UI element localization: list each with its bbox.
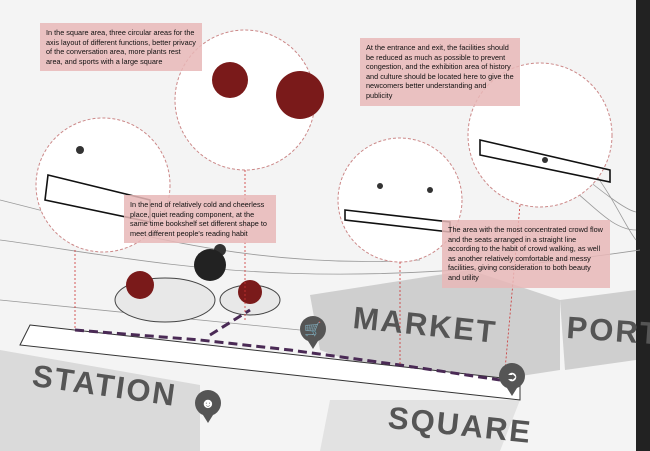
shopping-cart-icon: 🛒: [300, 316, 326, 349]
note-reading: In the end of relatively cold and cheerl…: [124, 195, 276, 244]
label-port: PORT: [565, 310, 650, 352]
walking-route: [74, 328, 501, 382]
tree: [212, 62, 248, 98]
note-crowd: The area with the most concentrated crow…: [442, 220, 610, 288]
note-entrance: At the entrance and exit, the facilities…: [360, 38, 520, 106]
port-building: [560, 290, 636, 370]
tree: [194, 249, 226, 281]
note-square: In the square area, three circular areas…: [40, 23, 202, 72]
platform: [19, 324, 521, 401]
trees: [126, 244, 262, 304]
tree: [276, 71, 324, 119]
station-building: [0, 350, 200, 451]
reading-person-icon: ☻: [195, 390, 221, 423]
square-area: [320, 400, 520, 451]
people: [76, 146, 548, 193]
exit-icon: ➲: [499, 363, 525, 396]
walking-route-branch: [209, 308, 251, 337]
